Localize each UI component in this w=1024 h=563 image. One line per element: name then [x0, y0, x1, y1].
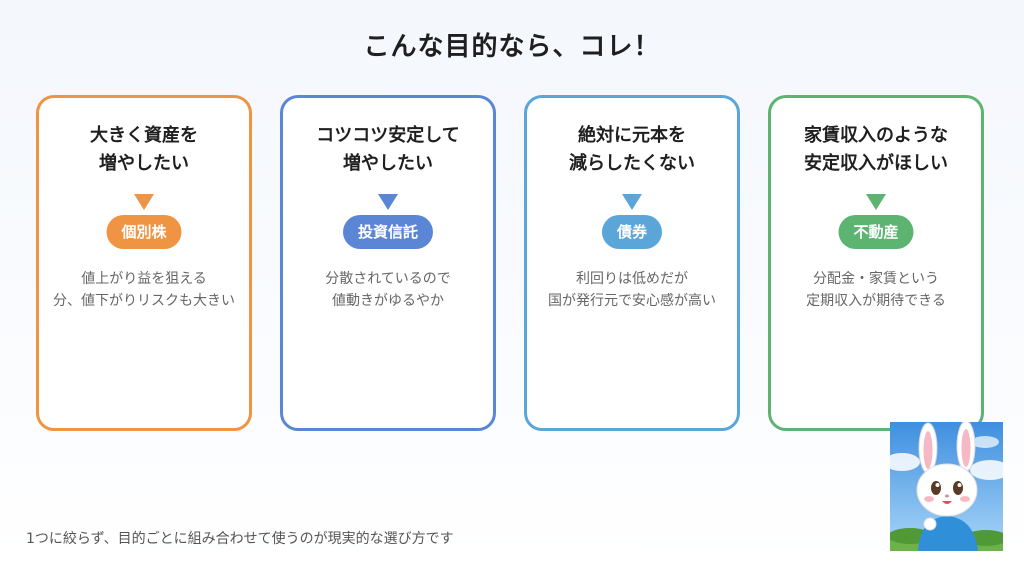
card-steady: コツコツ安定して 増やしたい 投資信託 分散されているので 値動きがゆるやか [280, 95, 496, 431]
card-description: 分配金・家賃という 定期収入が期待できる [806, 271, 946, 309]
card-description: 分散されているので 値動きがゆるやか [325, 271, 451, 309]
tag-badge: 不動産 [838, 215, 914, 249]
card-heading: 家賃収入のような 安定収入がほしい [804, 125, 948, 174]
rabbit-mascot-icon [890, 422, 1003, 551]
card-heading: コツコツ安定して 増やしたい [316, 125, 460, 174]
card-income: 家賃収入のような 安定収入がほしい 不動産 分配金・家賃という 定期収入が期待で… [768, 95, 984, 431]
card-safe: 絶対に元本を 減らしたくない 債券 利回りは低めだが 国が発行元で安心感が高い [524, 95, 740, 431]
page-title: こんな目的なら、コレ！ [363, 32, 661, 62]
card-growth: 大きく資産を 増やしたい 個別株 値上がり益を狙える 分、値下がりリスクも大きい [36, 95, 252, 431]
tag-badge: 債券 [601, 215, 663, 249]
card-description: 利回りは低めだが 国が発行元で安心感が高い [548, 271, 716, 309]
arrow-down-icon [378, 194, 398, 210]
arrow-down-icon [134, 194, 154, 210]
card-heading: 大きく資産を 増やしたい [90, 125, 198, 174]
tag-badge: 個別株 [106, 215, 182, 249]
arrow-down-icon [622, 194, 642, 210]
footer-note: 1つに絞らず、目的ごとに組み合わせて使うのが現実的な選び方です [26, 531, 454, 547]
card-heading: 絶対に元本を 減らしたくない [569, 125, 695, 174]
arrow-down-icon [866, 194, 886, 210]
card-description: 値上がり益を狙える 分、値下がりリスクも大きい [53, 271, 235, 309]
tag-badge: 投資信託 [342, 215, 434, 249]
